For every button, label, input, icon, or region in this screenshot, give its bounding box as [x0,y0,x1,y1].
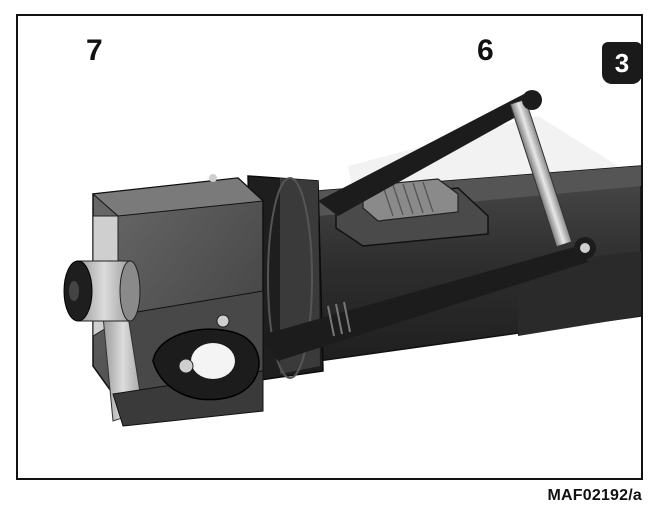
handle-loop [152,314,260,401]
slide-switch [335,178,489,247]
lever-arm [258,90,596,361]
figure-frame: 7 6 3 [16,14,643,480]
figure-number-badge: 3 [602,42,641,84]
vent-slots [327,301,351,337]
callout-6: 6 [477,34,494,67]
tool-illustration [63,90,641,427]
callout-7: 7 [86,34,103,67]
reference-code: MAF02192/a [547,487,642,504]
spindle [63,260,141,322]
